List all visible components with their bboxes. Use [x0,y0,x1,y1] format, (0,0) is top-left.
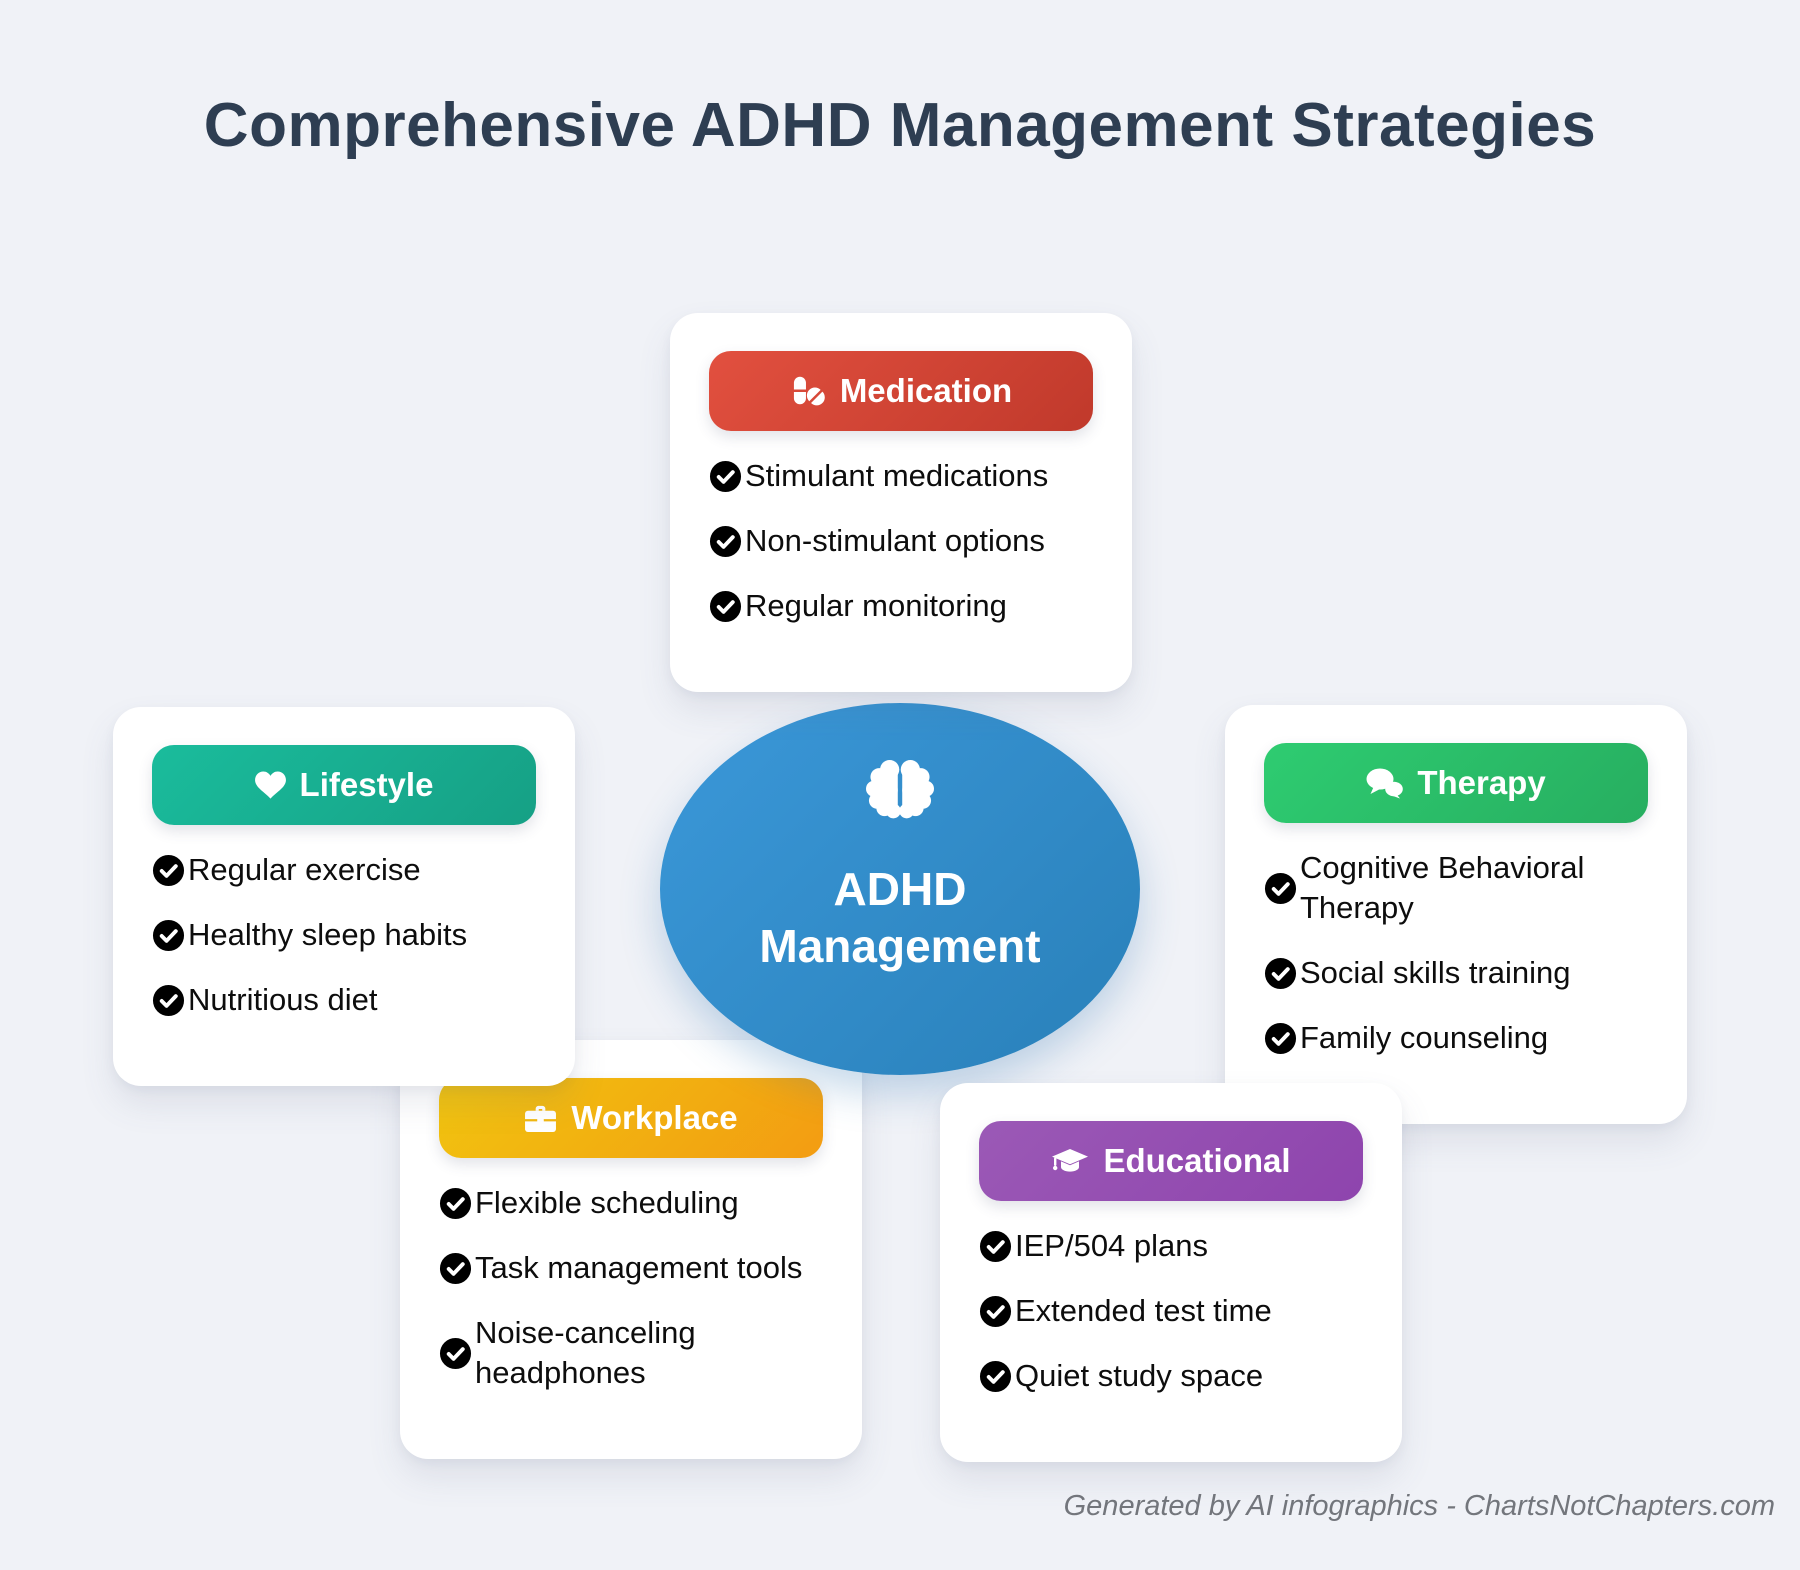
list-item-text: Flexible scheduling [475,1185,739,1220]
card-header-therapy: Therapy [1264,743,1648,823]
check-circle-icon [979,1295,1012,1328]
list-item-text: Family counseling [1300,1020,1549,1055]
check-circle-icon [1264,872,1297,905]
list-item: Social skills training [1264,953,1648,993]
briefcase-icon [524,1104,557,1133]
check-circle-icon [979,1360,1012,1393]
list-item: Task management tools [439,1248,823,1288]
check-circle-icon [152,984,185,1017]
list-item-text: Regular monitoring [745,588,1007,623]
list-item-text: Stimulant medications [745,458,1049,493]
check-circle-icon [1264,1022,1297,1055]
heart-icon [254,771,286,799]
card-workplace: Workplace Flexible scheduling Task manag… [400,1040,862,1459]
card-header-workplace: Workplace [439,1078,823,1158]
list-item-text: Noise-canceling headphones [475,1315,696,1390]
list-item: Stimulant medications [709,456,1093,496]
list-item: Family counseling [1264,1018,1648,1058]
center-node: ADHD Management [660,703,1140,1075]
check-circle-icon [1264,957,1297,990]
list-item: Healthy sleep habits [152,915,536,955]
card-title: Therapy [1417,764,1546,801]
list-item: Regular exercise [152,850,536,890]
list-item: Extended test time [979,1291,1363,1331]
brain-icon [863,757,937,825]
check-circle-icon [709,590,742,623]
comments-icon [1366,768,1404,799]
pills-icon [790,375,826,408]
check-circle-icon [152,919,185,952]
list-item-text: Regular exercise [188,852,421,887]
check-circle-icon [979,1230,1012,1263]
list-item: Cognitive Behavioral Therapy [1264,848,1648,928]
card-therapy: Therapy Cognitive Behavioral Therapy Soc… [1225,705,1687,1124]
check-circle-icon [439,1252,472,1285]
graduation-cap-icon [1051,1148,1089,1175]
page-title: Comprehensive ADHD Management Strategies [203,91,1597,160]
list-item-text: Extended test time [1015,1293,1272,1328]
list-item: Quiet study space [979,1356,1363,1396]
card-title: Lifestyle [299,766,434,803]
card-title: Educational [1103,1142,1291,1179]
list-item: Non-stimulant options [709,521,1093,561]
list-item-text: Task management tools [475,1250,803,1285]
center-node-title: ADHD Management [759,863,1041,973]
list-item-text: Nutritious diet [188,982,378,1017]
list-item: Flexible scheduling [439,1183,823,1223]
check-circle-icon [439,1337,472,1370]
list-item-text: Cognitive Behavioral Therapy [1300,850,1585,925]
list-item: Nutritious diet [152,980,536,1020]
card-header-medication: Medication [709,351,1093,431]
card-educational: Educational IEP/504 plans Extended test … [940,1083,1402,1462]
card-header-lifestyle: Lifestyle [152,745,536,825]
list-item-text: IEP/504 plans [1015,1228,1209,1263]
list-item-text: Social skills training [1300,955,1571,990]
card-medication: Medication Stimulant medications Non-sti… [670,313,1132,692]
card-title: Medication [839,372,1013,409]
list-item-text: Healthy sleep habits [188,917,468,952]
check-circle-icon [152,854,185,887]
footer-credit: Generated by AI infographics - ChartsNot… [1063,1490,1775,1522]
check-circle-icon [709,460,742,493]
list-item-text: Non-stimulant options [745,523,1045,558]
list-item: Noise-canceling headphones [439,1313,823,1393]
card-header-educational: Educational [979,1121,1363,1201]
check-circle-icon [439,1187,472,1220]
card-lifestyle: Lifestyle Regular exercise Healthy sleep… [113,707,575,1086]
check-circle-icon [709,525,742,558]
list-item: IEP/504 plans [979,1226,1363,1266]
card-title: Workplace [571,1099,738,1136]
list-item: Regular monitoring [709,586,1093,626]
list-item-text: Quiet study space [1015,1358,1264,1393]
